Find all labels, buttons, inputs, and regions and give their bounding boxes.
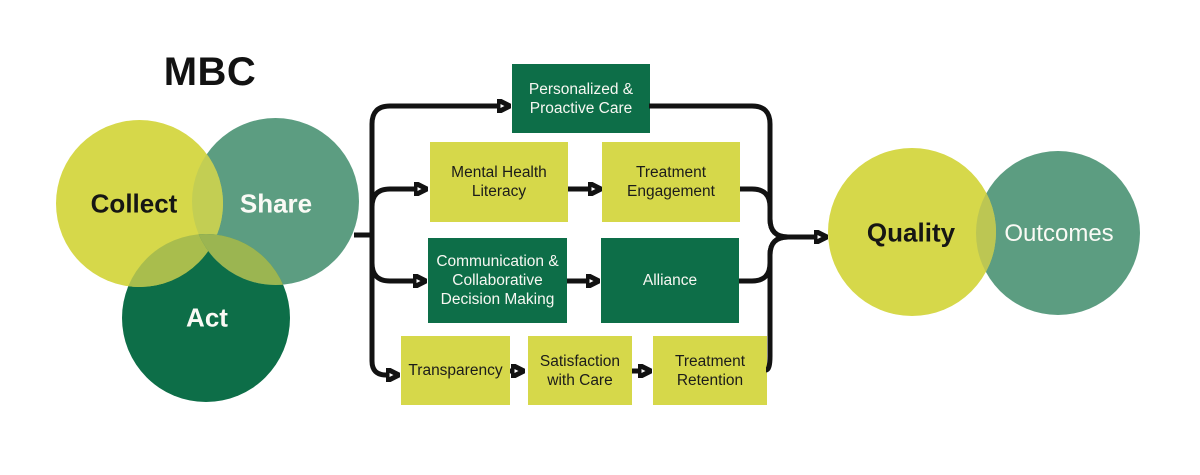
outcomes-circle xyxy=(976,151,1140,315)
join-from-retention xyxy=(765,234,789,373)
treatment-retention-box: Treatment Retention xyxy=(653,336,767,405)
mental-health-literacy-label: Mental Health Literacy xyxy=(451,164,547,200)
branch-to-communication xyxy=(369,235,414,281)
communication-decision-making-box: Communication & Collaborative Decision M… xyxy=(428,238,567,323)
alliance-box: Alliance xyxy=(601,238,739,323)
personalized-proactive-care-box: Personalized & Proactive Care xyxy=(512,64,650,133)
personalized-proactive-care-label: Personalized & Proactive Care xyxy=(528,80,634,117)
treatment-engagement-box: Treatment Engagement xyxy=(602,142,740,222)
page-title: MBC xyxy=(163,50,257,94)
join-from-engagement xyxy=(740,186,789,240)
satisfaction-with-care-label: Satisfaction with Care xyxy=(539,352,621,389)
outcomes-label: Outcomes xyxy=(1004,220,1114,247)
alliance-label: Alliance xyxy=(642,272,698,289)
mental-health-literacy-box: Mental Health Literacy xyxy=(430,142,568,222)
communication-decision-making-label: Communication & Collaborative Decision M… xyxy=(436,253,559,308)
transparency-box: Transparency xyxy=(401,336,510,405)
join-from-alliance xyxy=(739,234,789,284)
treatment-engagement-label: Treatment Engagement xyxy=(627,164,715,200)
quality-circle xyxy=(828,148,996,316)
quality-label: Quality xyxy=(866,217,956,248)
satisfaction-with-care-box: Satisfaction with Care xyxy=(528,336,632,405)
branch-to-transparency xyxy=(369,235,387,375)
treatment-retention-label: Treatment Retention xyxy=(674,352,746,389)
branch-to-literacy xyxy=(369,189,415,235)
transparency-label: Transparency xyxy=(408,362,503,379)
act-label: Act xyxy=(186,302,228,333)
collect-label: Collect xyxy=(90,188,178,219)
share-label: Share xyxy=(239,188,313,219)
